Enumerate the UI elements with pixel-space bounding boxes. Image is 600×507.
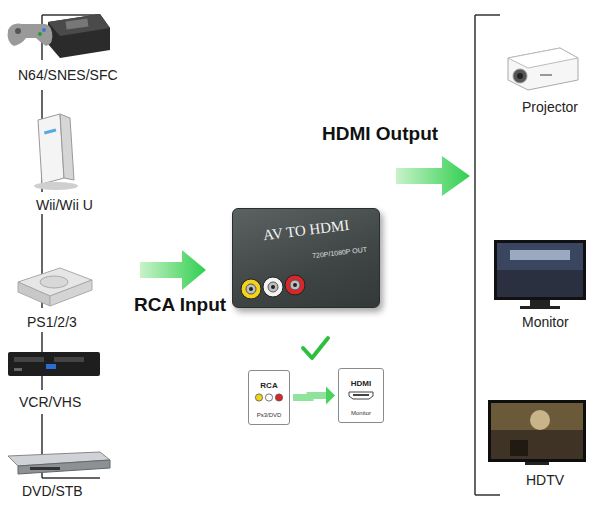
port-title: RCA	[260, 381, 277, 390]
check-mark	[303, 338, 328, 358]
text-row: Monitor	[341, 401, 381, 419]
device-label: VCR/VHS	[19, 394, 81, 410]
text-row: HDMI	[341, 372, 381, 390]
input-label: RCA Input	[134, 294, 226, 316]
rca-dots	[254, 393, 284, 402]
flow-arrow	[293, 387, 335, 405]
hdmi-port	[348, 391, 374, 400]
input-arrow	[140, 250, 206, 290]
vcr-icon	[8, 352, 100, 376]
dvd-icon	[8, 452, 110, 474]
device-label: Wii/Wii U	[36, 197, 93, 213]
device-label: PS1/2/3	[27, 314, 77, 330]
hdmi-port-box: HDMI Monitor	[338, 368, 384, 423]
device-title: AV TO HDMI	[262, 217, 350, 244]
output-label: HDMI Output	[322, 123, 438, 145]
output-arrow	[396, 156, 470, 196]
display-label: Projector	[522, 99, 578, 115]
text-row: Ps3/DVD	[251, 403, 287, 421]
text-row: 720P/1080P OUT	[233, 239, 379, 259]
device-label: DVD/STB	[22, 483, 83, 499]
wii-icon	[34, 114, 78, 190]
rca-jacks	[239, 271, 311, 301]
port-title: HDMI	[351, 379, 371, 388]
text-row: RCA	[251, 374, 287, 392]
device-label: N64/SNES/SFC	[18, 67, 118, 83]
hdtv-icon	[488, 400, 586, 465]
projector-icon	[508, 48, 578, 90]
rca-port-box: RCA Ps3/DVD	[248, 370, 290, 425]
device-subtitle: 720P/1080P OUT	[312, 246, 368, 260]
display-label: HDTV	[526, 472, 564, 488]
port-caption: Monitor	[351, 410, 371, 416]
display-label: Monitor	[522, 314, 569, 330]
n64-icon	[8, 14, 110, 58]
monitor-icon	[494, 240, 586, 309]
ps1-icon	[18, 268, 92, 306]
converter-box: AV TO HDMI 720P/1080P OUT	[232, 208, 380, 308]
text-row: AV TO HDMI	[233, 209, 379, 239]
port-caption: Ps3/DVD	[257, 412, 282, 418]
